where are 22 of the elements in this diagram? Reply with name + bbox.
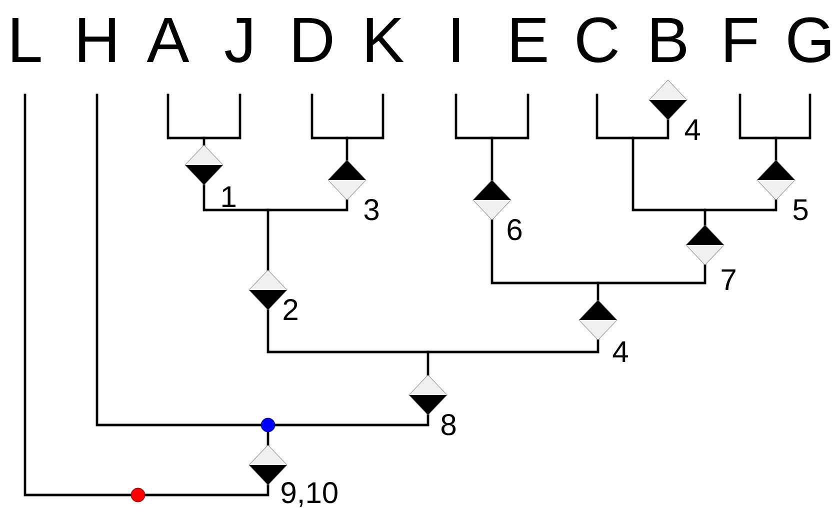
- character-number: 7: [722, 269, 736, 290]
- taxon-label: I: [453, 18, 459, 62]
- character-number: 8: [442, 414, 456, 436]
- taxon-label: B: [652, 18, 686, 62]
- character-number: 3: [364, 199, 379, 220]
- character-number: 6: [508, 219, 522, 240]
- character-number: 4: [684, 119, 700, 140]
- taxon-label: D: [294, 18, 332, 62]
- character-number: 4: [612, 341, 628, 362]
- taxon-label: L: [12, 18, 41, 62]
- taxon-label: J: [225, 18, 252, 63]
- taxon-label: G: [788, 17, 830, 63]
- character-number: 5: [793, 199, 808, 220]
- taxon-label: H: [79, 18, 115, 62]
- character-number: 2: [284, 299, 298, 320]
- taxon-label: C: [577, 17, 618, 63]
- taxon-label: K: [366, 18, 404, 62]
- character-number: 1: [222, 186, 236, 207]
- taxon-label: F: [726, 18, 757, 62]
- taxon-label: E: [512, 18, 547, 62]
- taxon-label: A: [146, 18, 190, 62]
- character-number: 9,10: [282, 482, 338, 507]
